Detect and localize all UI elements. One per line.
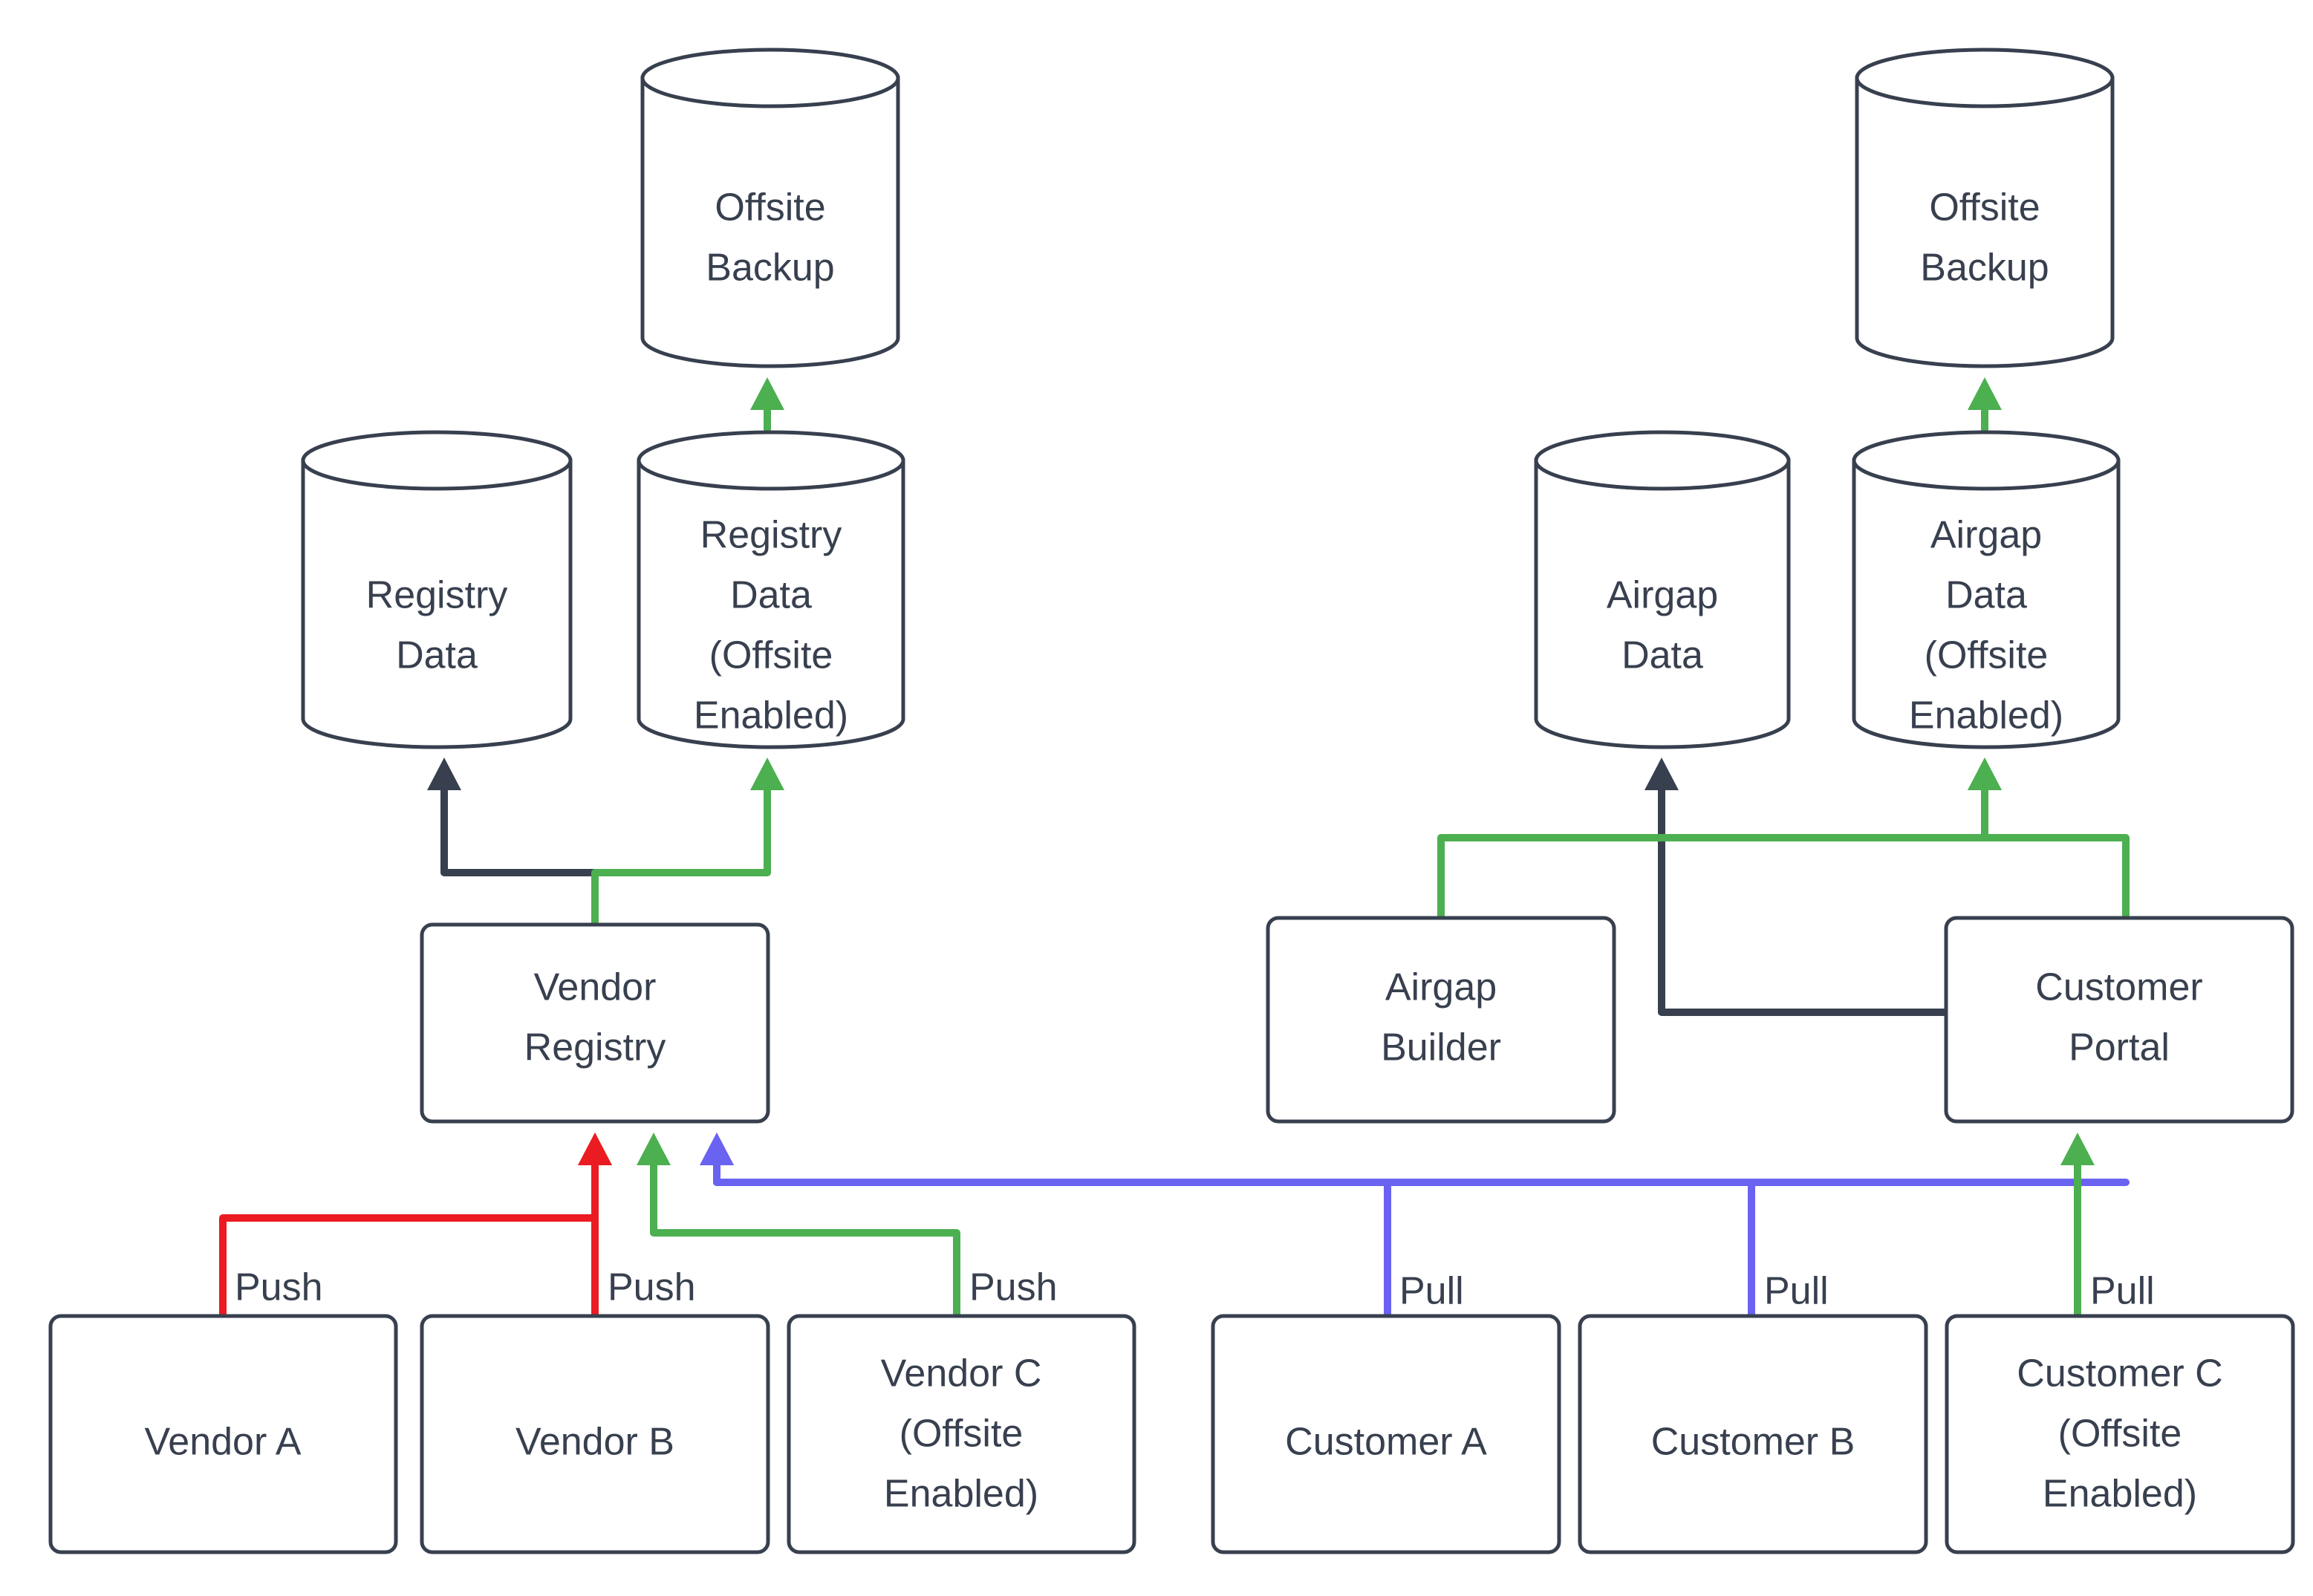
- node-box: [1266, 916, 1616, 1124]
- cylinder-top: [637, 430, 905, 491]
- node-label-line-1: Vendor C: [881, 1352, 1042, 1395]
- node-label-line-2: Registry: [524, 1026, 666, 1069]
- cylinder-top: [1855, 48, 2115, 108]
- cylinder-body: [637, 458, 905, 749]
- node-label-line-4: Enabled): [694, 694, 848, 737]
- node-box: [1578, 1314, 1928, 1554]
- node-label-line-2: Backup: [706, 247, 834, 290]
- edge-layer: [219, 377, 2130, 1320]
- cylinder-top: [1534, 430, 1791, 491]
- node-customer-portal[interactable]: Customer Portal: [1944, 916, 2294, 1124]
- node-label-line-2: Data: [1945, 574, 2027, 617]
- node-label-line-4: Enabled): [1909, 694, 2063, 737]
- node-box: [420, 922, 770, 1124]
- node-label-line-1: Offsite: [1929, 186, 2040, 229]
- node-label-line-1: Vendor B: [515, 1421, 674, 1464]
- node-label-line-1: Customer: [2035, 966, 2202, 1009]
- node-label-line-3: (Offsite: [1925, 634, 2049, 677]
- node-label-line-1: Registry: [366, 574, 508, 617]
- node-vendor-a[interactable]: Vendor A: [48, 1314, 398, 1554]
- node-registry-data[interactable]: Registry Data: [301, 430, 573, 749]
- node-label-line-2: Backup: [1920, 247, 2049, 290]
- edge-customer-portal-to-airgap-data: [1645, 757, 1950, 1016]
- edge-vendor-c-to-vendor-registry: [637, 1132, 960, 1320]
- node-box: [787, 1314, 1136, 1554]
- node-vendor-registry[interactable]: Vendor Registry: [420, 922, 770, 1124]
- node-box: [1944, 916, 2294, 1124]
- node-vendor-c[interactable]: Vendor C (Offsite Enabled): [787, 1314, 1136, 1554]
- node-offsite-backup-right[interactable]: Offsite Backup: [1855, 48, 2115, 368]
- node-customer-a[interactable]: Customer A: [1211, 1314, 1561, 1554]
- node-label-line-2: Data: [396, 634, 478, 677]
- edge-label-pull-1: Pull: [1399, 1270, 1464, 1313]
- node-label-line-3: (Offsite: [709, 634, 833, 677]
- cylinder-body: [640, 76, 900, 368]
- edge-label-push-1: Push: [235, 1266, 323, 1309]
- node-airgap-data-offsite[interactable]: Airgap Data (Offsite Enabled): [1852, 430, 2121, 749]
- node-label-line-1: Vendor: [534, 966, 657, 1009]
- node-label-line-1: Customer A: [1285, 1421, 1487, 1464]
- node-customer-c[interactable]: Customer C (Offsite Enabled): [1945, 1314, 2295, 1554]
- node-label-line-1: Airgap: [1385, 966, 1497, 1009]
- node-label-line-2: (Offsite: [2058, 1413, 2182, 1456]
- node-box: [420, 1314, 770, 1554]
- node-label-line-1: Registry: [700, 514, 842, 557]
- node-label-line-2: (Offsite: [900, 1413, 1024, 1456]
- edge-label-layer: Push Push Push Pull Pull Pull: [235, 1266, 2155, 1313]
- node-label-line-2: Data: [1621, 634, 1703, 677]
- node-label-line-3: Enabled): [2043, 1473, 2197, 1516]
- edge-airgap-builder-to-airgap-data-offsite: [1437, 757, 2002, 922]
- node-label-line-1: Vendor A: [144, 1421, 301, 1464]
- node-label-line-1: Offsite: [715, 186, 825, 229]
- node-box: [1945, 1314, 2295, 1554]
- node-vendor-b[interactable]: Vendor B: [420, 1314, 770, 1554]
- cylinder-body: [301, 458, 573, 749]
- cylinder-top: [640, 48, 900, 108]
- edge-vendor-registry-to-registry-data-offsite: [591, 757, 784, 928]
- edge-label-pull-3: Pull: [2090, 1270, 2155, 1313]
- node-label-line-1: Airgap: [1607, 574, 1718, 617]
- cylinder-body: [1534, 458, 1791, 749]
- cylinder-body: [1855, 76, 2115, 368]
- edge-customer-portal-to-airgap-data-offsite: [1968, 757, 2130, 922]
- node-label-line-1: Customer B: [1651, 1421, 1855, 1464]
- node-label-line-3: Enabled): [884, 1473, 1038, 1516]
- cylinder-top: [1852, 430, 2121, 491]
- node-box: [48, 1314, 398, 1554]
- edge-label-pull-2: Pull: [1764, 1270, 1829, 1313]
- node-label-line-2: Portal: [2069, 1026, 2170, 1069]
- node-box: [1211, 1314, 1561, 1554]
- node-label-line-2: Builder: [1381, 1026, 1501, 1069]
- edge-vendor-registry-to-registry-data: [427, 757, 599, 928]
- node-airgap-data[interactable]: Airgap Data: [1534, 430, 1791, 749]
- cylinder-body: [1852, 458, 2121, 749]
- node-label-line-1: Customer C: [2017, 1352, 2222, 1395]
- node-airgap-builder[interactable]: Airgap Builder: [1266, 916, 1616, 1124]
- node-label-line-2: Data: [730, 574, 812, 617]
- node-customer-b[interactable]: Customer B: [1578, 1314, 1928, 1554]
- edge-label-push-2: Push: [608, 1266, 696, 1309]
- node-label-line-1: Airgap: [1930, 514, 2042, 557]
- edge-label-push-3: Push: [969, 1266, 1058, 1309]
- cylinder-top: [301, 430, 573, 491]
- node-offsite-backup-left[interactable]: Offsite Backup: [640, 48, 900, 368]
- node-registry-data-offsite[interactable]: Registry Data (Offsite Enabled): [637, 430, 905, 749]
